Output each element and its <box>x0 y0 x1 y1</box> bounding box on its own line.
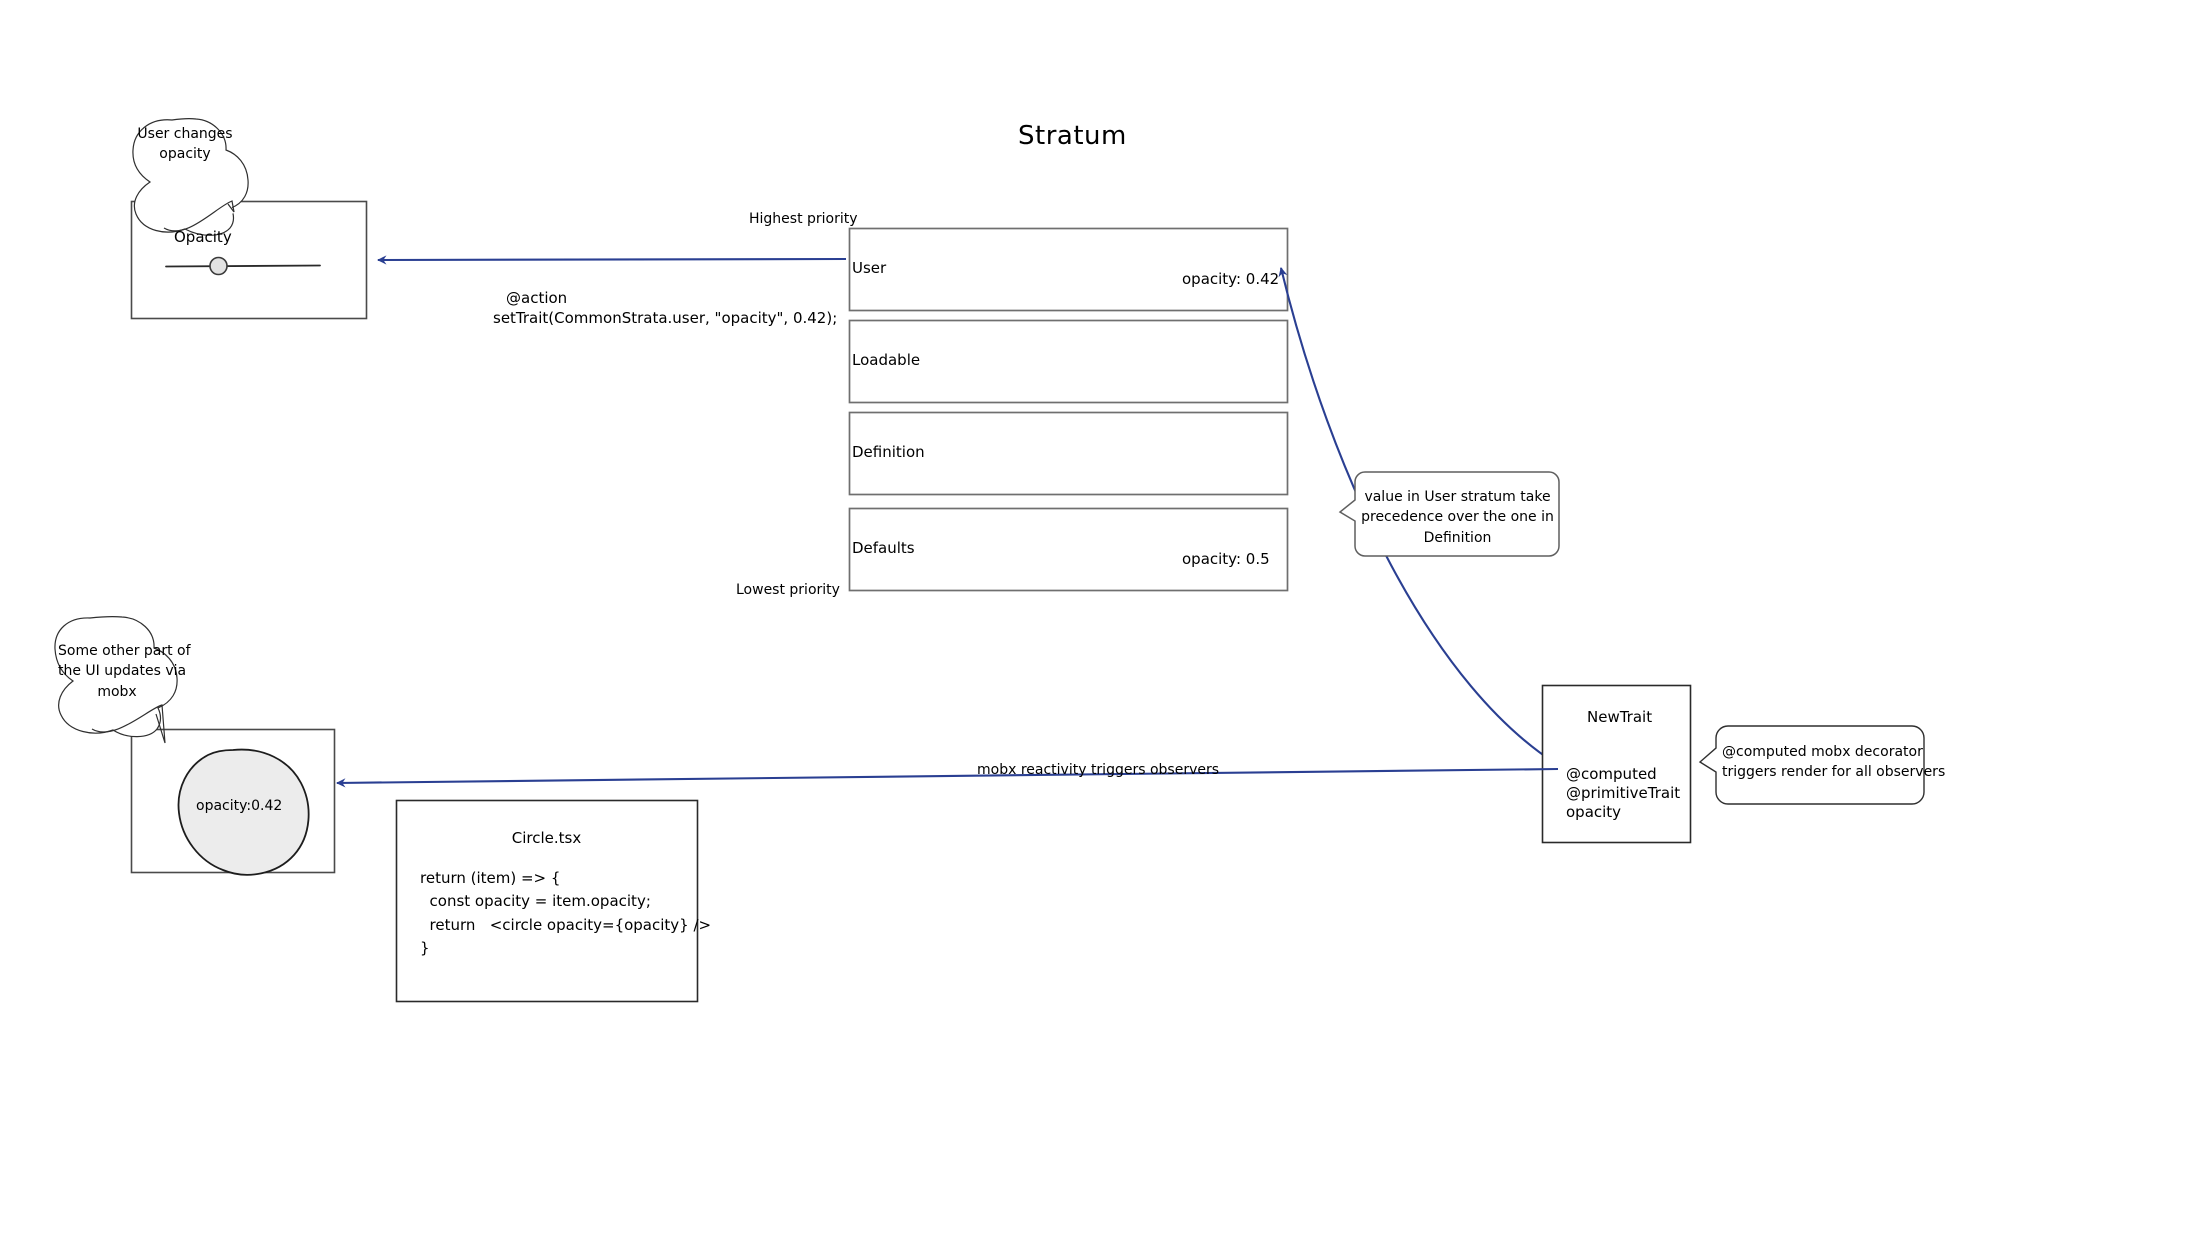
mobx-update-callout-text: Some other part of the UI updates via mo… <box>58 643 191 700</box>
page-title: Stratum <box>1018 121 1127 151</box>
user-changes-opacity-callout-tail-stroke <box>163 200 235 232</box>
arrow-user-to-opacity-panel <box>377 255 847 265</box>
user-changes-opacity-callout-text: User changes opacity <box>137 126 233 163</box>
stratum-label-user: User <box>852 259 887 277</box>
stratum-label-defaults: Defaults <box>852 539 915 557</box>
opacity-panel-box <box>130 200 368 320</box>
user-changes-opacity-callout-tail <box>195 200 234 229</box>
precedence-callout-text: value in User stratum take precedence ov… <box>1361 489 1554 546</box>
stratum-value-user: opacity: 0.42 <box>1182 270 1280 288</box>
stratum-label-definition: Definition <box>852 443 925 461</box>
circle-tsx-title: Circle.tsx <box>511 829 582 847</box>
opacity-slider-track[interactable] <box>165 264 321 268</box>
new-trait-lines: @computed @primitiveTrait opacity <box>1566 765 1681 821</box>
new-trait-title: NewTrait <box>1587 708 1653 726</box>
arrow-mobx-reactivity <box>336 767 1559 788</box>
mobx-edge-label: mobx reactivity triggers observers <box>977 762 1220 778</box>
highest-priority-label: Highest priority <box>749 211 858 227</box>
opacity-panel-label: Opacity <box>174 228 232 246</box>
set-trait-call-label: setTrait(CommonStrata.user, "opacity", 0… <box>493 309 838 327</box>
opacity-slider-knob[interactable] <box>209 256 228 276</box>
circle-tsx-code: return (item) => { const opacity = item.… <box>420 869 712 957</box>
lowest-priority-label: Lowest priority <box>736 582 840 598</box>
computed-callout-text: @computed mobx decorator triggers render… <box>1722 744 1946 781</box>
mobx-update-callout-tail-stroke <box>91 704 166 744</box>
rendered-circle-label: opacity:0.42 <box>196 798 283 814</box>
stratum-label-loadable: Loadable <box>852 351 921 369</box>
stratum-value-defaults: opacity: 0.5 <box>1182 550 1270 568</box>
action-decorator-label: @action <box>506 289 568 307</box>
